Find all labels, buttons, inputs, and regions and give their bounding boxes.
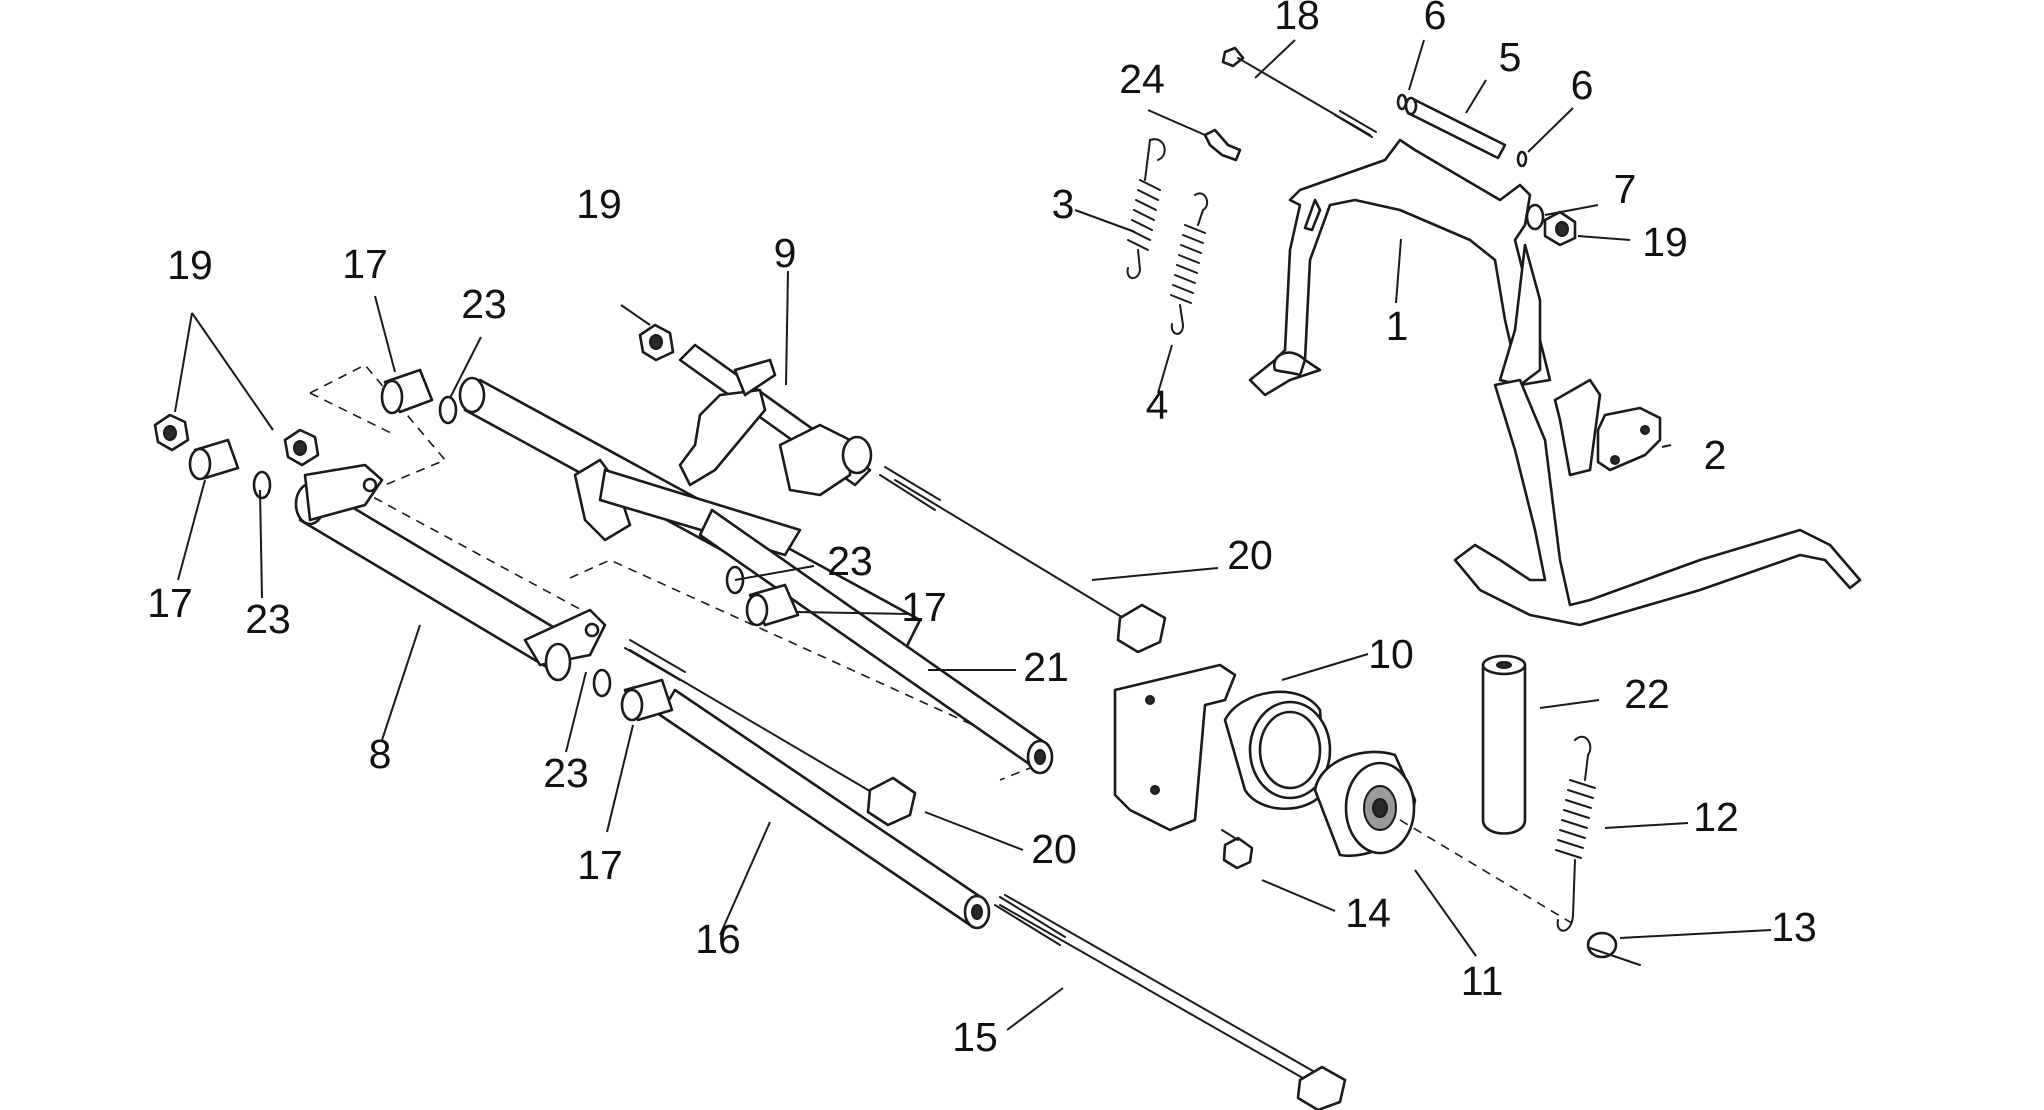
bushing-17-low [592,668,674,722]
callout-17: 17 [901,584,947,630]
bolt-20-upper [879,466,1167,654]
callout-5: 5 [1499,34,1522,80]
bolt-14 [1221,829,1254,870]
callout-23: 23 [827,538,873,584]
bolt-20-lower [624,639,917,827]
pad-2 [1596,406,1662,472]
bolt-15 [994,894,1347,1110]
sleeve-22 [1481,654,1527,835]
rod-21 [698,508,1054,775]
callout-16: 16 [695,916,741,962]
callout-14: 14 [1345,890,1391,936]
bushing-17-left [188,438,272,500]
callout-3: 3 [1052,181,1075,227]
callout-19: 19 [167,242,213,288]
callout-23: 23 [245,596,291,642]
callout-10: 10 [1368,631,1414,677]
screw-24 [1203,128,1242,162]
nut-19-left [153,413,190,452]
spring-4 [1170,192,1209,335]
callout-11: 11 [1461,958,1504,1004]
callout-23: 23 [543,750,589,796]
centerline [1399,819,1576,926]
spring-3 [1126,138,1166,279]
callout-8: 8 [369,731,392,777]
dashed-guides [309,363,1053,781]
callout-19: 19 [1642,219,1688,265]
callout-22: 22 [1624,671,1670,717]
center-stand [1248,138,1862,627]
callout-4: 4 [1146,382,1169,428]
callout-17: 17 [147,580,193,626]
callout-labels: 18 6 5 6 24 3 7 19 1 4 2 19 9 19 17 23 1… [147,0,1817,1060]
callout-7: 7 [1614,166,1637,212]
washer-7 [1525,203,1545,231]
callout-24: 24 [1119,56,1165,102]
bushing-17-top [380,368,458,425]
callout-13: 13 [1771,904,1817,950]
callout-12: 12 [1693,794,1739,840]
callout-23: 23 [461,281,507,327]
rod-16 [658,688,991,930]
spring-12 [1555,735,1596,932]
clip-13 [1586,931,1641,966]
callout-18: 18 [1274,0,1320,38]
callout-17: 17 [577,842,623,888]
shaft-8-lower-end [523,608,607,682]
callout-2: 2 [1704,432,1727,478]
callout-9: 9 [774,230,797,276]
silent-block-11 [1313,750,1417,858]
callout-1: 1 [1386,303,1409,349]
tube-5 [1396,93,1528,168]
bushing-17-mid [725,565,800,627]
leader-lines [174,39,1772,1031]
callout-17: 17 [342,241,388,287]
callout-20: 20 [1031,826,1077,872]
bolt-18 [1221,46,1377,138]
callout-15: 15 [952,1014,998,1060]
callout-20: 20 [1227,532,1273,578]
callout-19: 19 [576,181,622,227]
callout-6: 6 [1571,62,1594,108]
callout-6: 6 [1424,0,1447,38]
nut-19-mid [283,428,320,467]
callout-21: 21 [1023,644,1069,690]
nut-19-top [638,323,675,362]
bracket-9 [458,343,922,652]
mount-10 [1113,663,1332,832]
nut-19-stand [1543,210,1577,247]
